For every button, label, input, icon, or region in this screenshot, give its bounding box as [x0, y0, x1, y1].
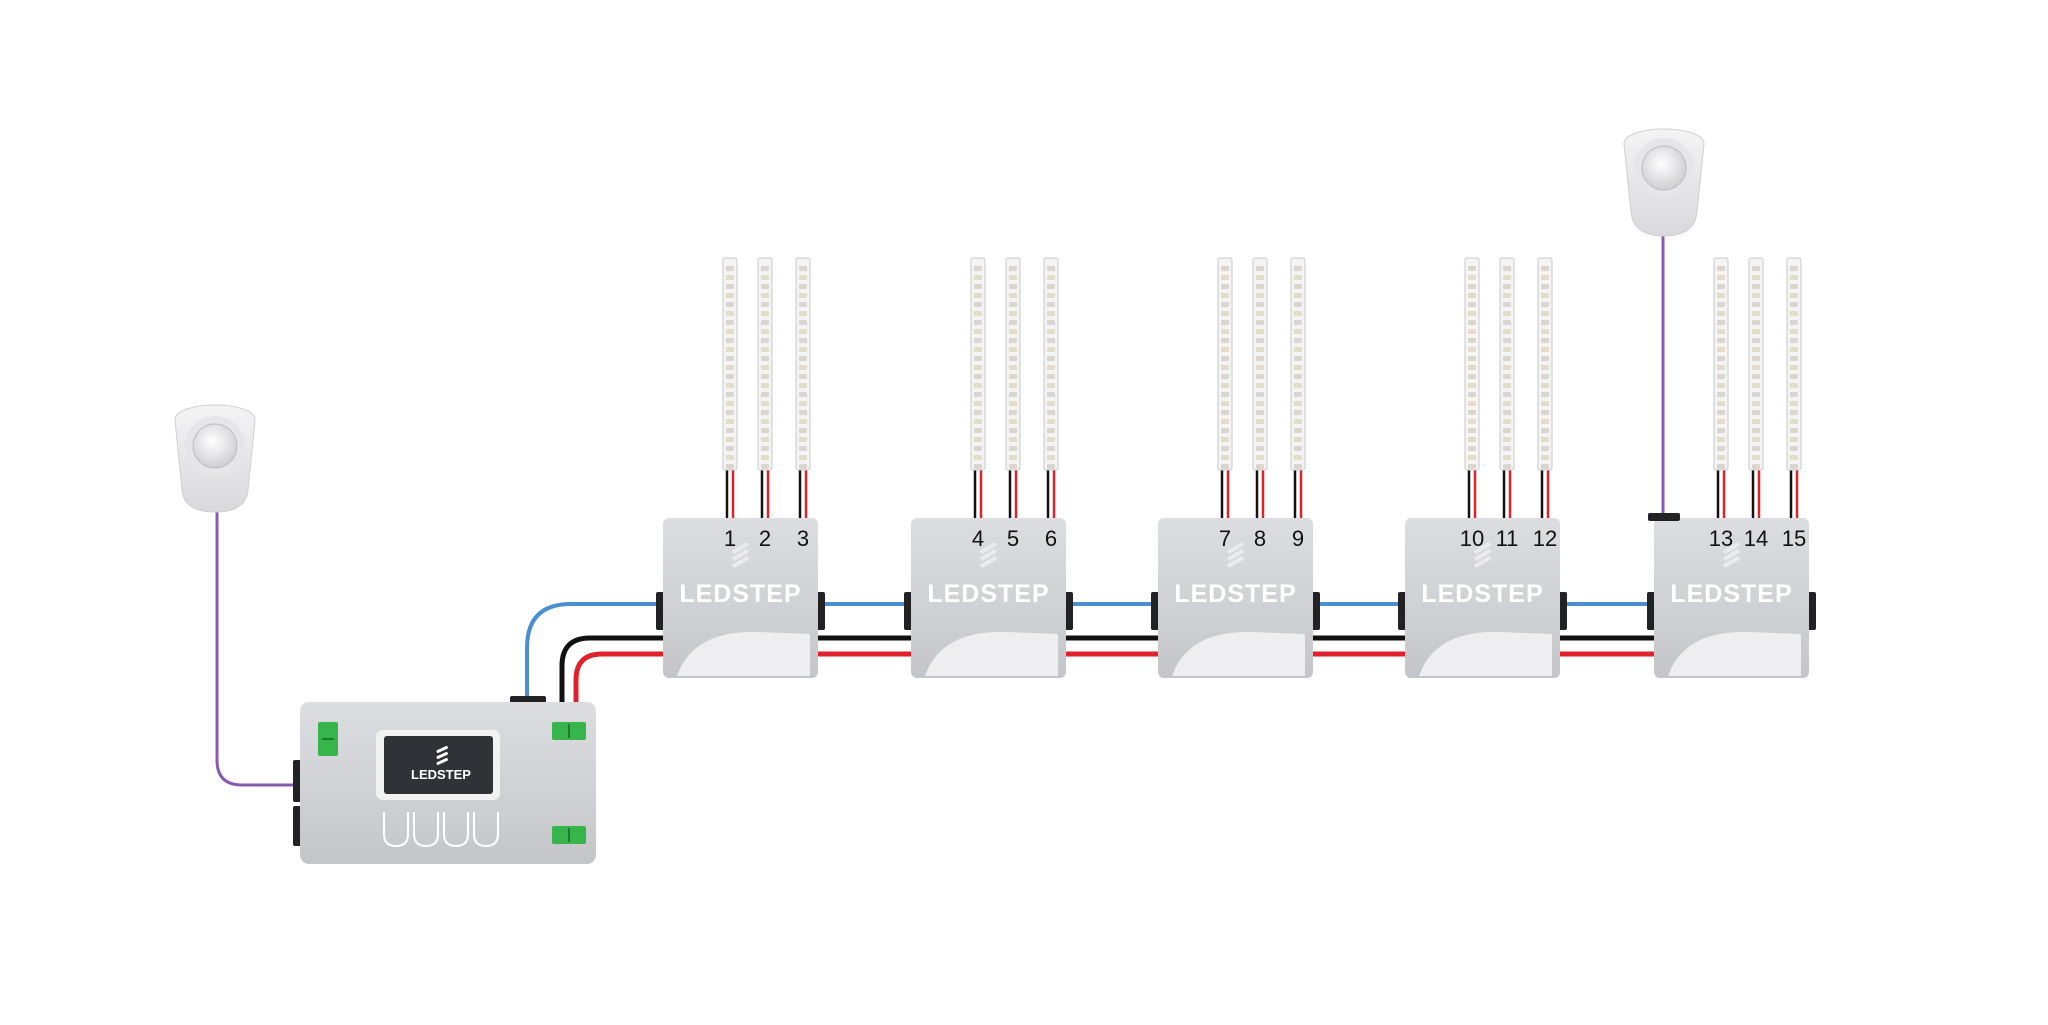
strip-number: 10 — [1460, 526, 1484, 551]
controller-vents — [383, 812, 499, 848]
controller-unit: LEDSTEP — [293, 696, 596, 864]
led-strip-11 — [1499, 257, 1515, 518]
ground-wire — [559, 635, 1660, 702]
box-brand: LEDSTEP — [679, 580, 801, 608]
led-strip-7 — [1217, 257, 1233, 518]
box-highlight — [1419, 631, 1552, 676]
strip-number: 1 — [724, 526, 736, 551]
led-strip-6 — [1043, 257, 1059, 518]
strip-number: 3 — [797, 526, 809, 551]
ledstep-logo-icon — [1723, 542, 1740, 568]
led-strip-10 — [1464, 257, 1480, 518]
led-strip-12 — [1537, 257, 1553, 518]
terminal-block-bottom-right — [552, 826, 586, 844]
motion-sensor-left — [174, 404, 300, 787]
strip-number: 13 — [1709, 526, 1733, 551]
strip-number: 7 — [1219, 526, 1231, 551]
ledstep-logo-icon — [1474, 542, 1491, 568]
terminal-block-left — [318, 722, 338, 756]
data-wire — [525, 602, 1660, 702]
controller-screen — [384, 736, 493, 794]
box-brand: LEDSTEP — [1421, 580, 1543, 608]
strip-number: 8 — [1254, 526, 1266, 551]
box-highlight — [1172, 631, 1305, 676]
motion-sensor-icon — [1623, 128, 1705, 237]
ledstep-logo-icon — [436, 745, 448, 766]
led-strip-3 — [795, 257, 811, 518]
ledstep-logo-icon — [1227, 542, 1244, 568]
led-strip-5 — [1005, 257, 1021, 518]
strip-number: 11 — [1496, 526, 1519, 551]
distribution-box-4: LEDSTEP 10 11 12 — [1398, 257, 1567, 678]
strip-number: 4 — [972, 526, 984, 551]
sensor-plug — [1648, 513, 1680, 521]
terminal-block-top-right — [552, 722, 586, 740]
distribution-box-5: LEDSTEP 13 14 15 — [1647, 257, 1816, 678]
led-strip-8 — [1252, 257, 1268, 518]
ledstep-logo-icon — [980, 542, 997, 568]
led-strip-15 — [1786, 257, 1802, 518]
controller-brand: LEDSTEP — [411, 767, 471, 782]
led-strip-13 — [1713, 257, 1729, 518]
sensor-cable-left — [215, 510, 300, 787]
box-brand: LEDSTEP — [1174, 580, 1296, 608]
strip-number: 14 — [1744, 526, 1768, 551]
led-strip-2 — [757, 257, 773, 518]
led-strip-4 — [970, 257, 986, 518]
box-brand: LEDSTEP — [927, 580, 1049, 608]
bus-wires — [525, 602, 1660, 702]
strip-number: 9 — [1292, 526, 1304, 551]
box-highlight — [677, 631, 810, 676]
motion-sensor-right — [1623, 128, 1705, 514]
led-strip-9 — [1290, 257, 1306, 518]
strip-number: 15 — [1782, 526, 1806, 551]
led-strip-14 — [1748, 257, 1764, 518]
strip-number: 5 — [1007, 526, 1019, 551]
box-highlight — [1668, 631, 1801, 676]
box-highlight — [925, 631, 1058, 676]
motion-sensor-icon — [174, 404, 256, 513]
ledstep-logo-icon — [732, 542, 749, 568]
led-strip-1 — [722, 257, 738, 518]
strip-number: 2 — [759, 526, 771, 551]
box-brand: LEDSTEP — [1670, 580, 1792, 608]
strip-number: 12 — [1533, 526, 1557, 551]
strip-number: 6 — [1045, 526, 1057, 551]
power-wire — [573, 651, 1660, 702]
